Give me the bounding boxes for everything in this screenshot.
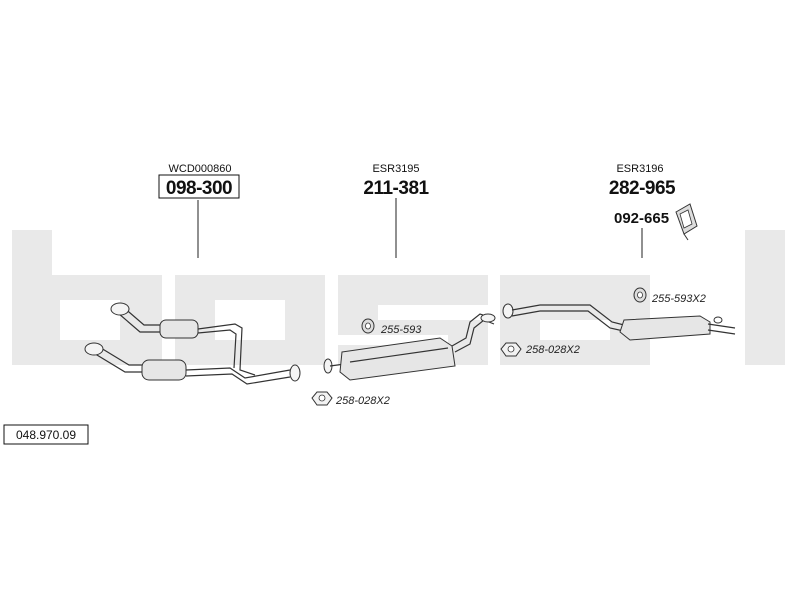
small-part-label-1: 255-593: [380, 324, 422, 336]
nut-icon: [311, 391, 333, 406]
diagram-number: 048.970.09: [16, 428, 76, 442]
part-number-box: [158, 174, 240, 199]
front-pipe-catalyst-assembly: [84, 302, 301, 385]
logo-cutouts: [60, 300, 610, 340]
group-part-1: 098-300: [166, 178, 232, 199]
rubber-mount-icon: [633, 287, 647, 303]
small-part-label-2: 258-028X2: [525, 344, 580, 356]
center-silencer-assembly: [323, 313, 496, 381]
accessory-part-number: 092-665: [614, 210, 669, 227]
group-code-2: ESR3195: [372, 163, 419, 175]
group-part-3: 282-965: [609, 178, 676, 199]
group-part-2: 211-381: [363, 178, 429, 199]
group-code-1: WCD000860: [169, 163, 232, 175]
small-part-label-4: 255-593X2: [651, 293, 706, 305]
diagram-number-box: [3, 424, 89, 445]
mounting-bracket-icon: [675, 203, 698, 241]
rubber-mount-icon: [361, 318, 375, 334]
nut-icon: [500, 342, 522, 357]
group-code-3: ESR3196: [616, 163, 663, 175]
rear-silencer-assembly: [502, 303, 736, 341]
small-part-label-3: 258-028X2: [335, 395, 390, 407]
